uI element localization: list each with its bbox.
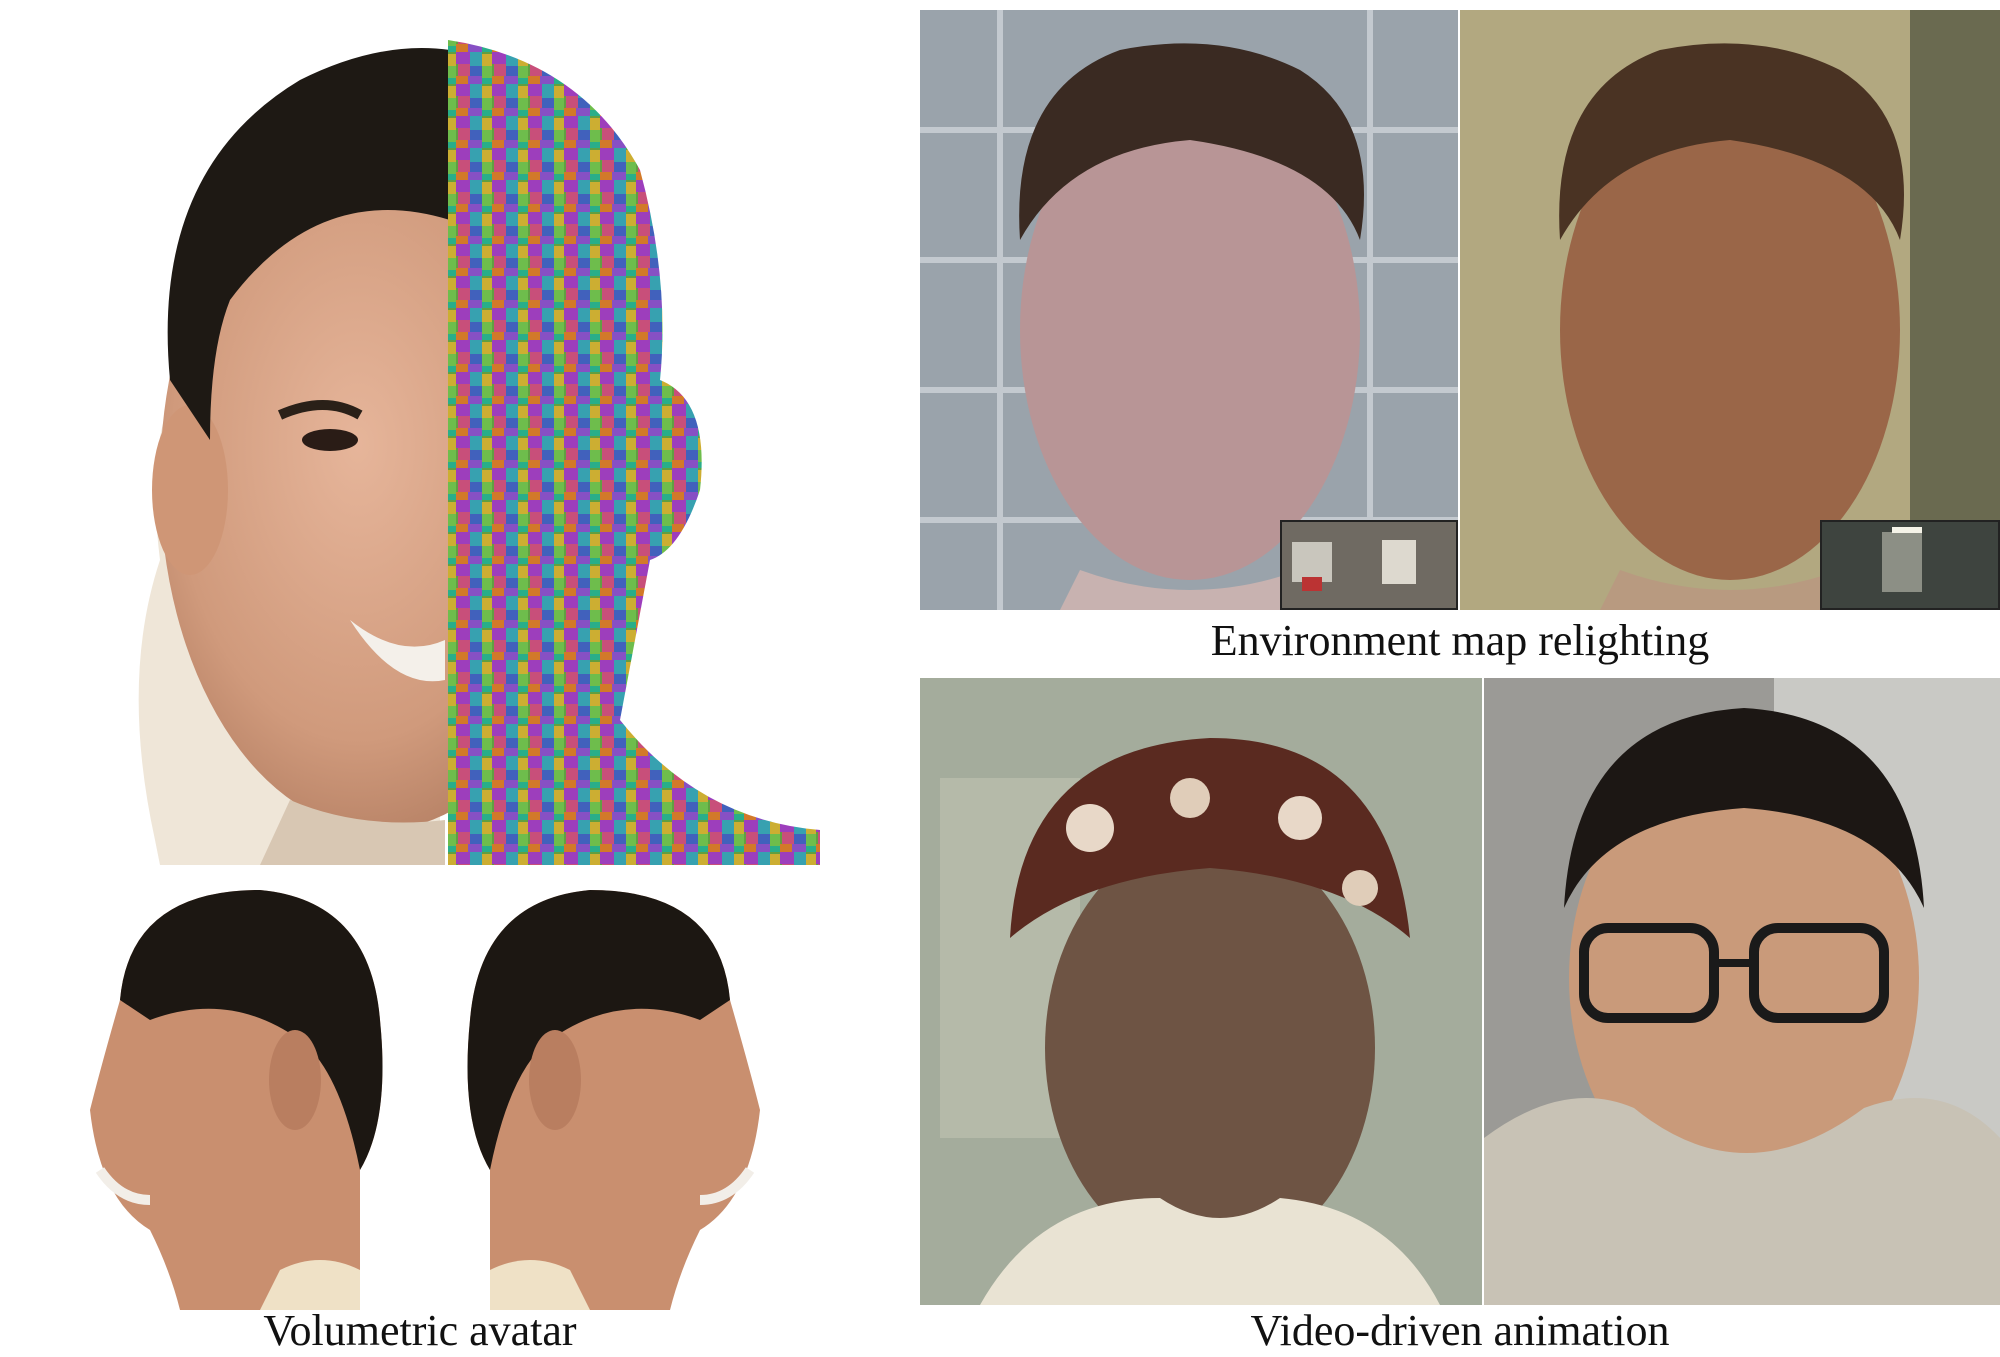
environment-map-image-1	[1282, 522, 1456, 608]
volumetric-avatar-profile-left	[60, 870, 410, 1310]
caption-environment-relighting: Environment map relighting	[1210, 616, 1710, 665]
relighting-image-2	[1460, 10, 2000, 610]
profile-right-image	[467, 890, 760, 1310]
relighting-render-2	[1460, 10, 2000, 610]
animation-frame-1	[920, 678, 1482, 1305]
environment-map-image-2	[1822, 522, 1998, 608]
volumetric-avatar-profile-right	[440, 870, 790, 1310]
caption-video-driven-animation: Video-driven animation	[1250, 1306, 1670, 1355]
animation-image-1	[920, 678, 1482, 1305]
relighting-image-1	[920, 10, 1458, 610]
environment-map-inset-2	[1820, 520, 2000, 610]
environment-map-inset-1	[1280, 520, 1458, 610]
relighting-render-1	[920, 10, 1458, 610]
animation-frame-2	[1484, 678, 2000, 1305]
volumetric-avatar-front-image	[138, 40, 820, 865]
profile-left-image	[90, 890, 383, 1310]
primitive-geometry-half	[448, 40, 820, 865]
caption-volumetric-avatar: Volumetric avatar	[263, 1306, 577, 1355]
volumetric-avatar-front-render	[60, 20, 820, 865]
animation-image-2	[1484, 678, 2000, 1305]
